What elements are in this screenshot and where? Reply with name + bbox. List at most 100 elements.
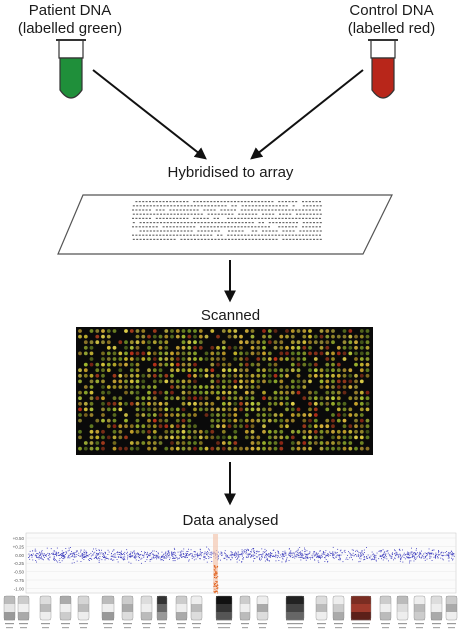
slide-spot [285, 201, 287, 203]
plot-point [394, 558, 396, 560]
array-spot [135, 429, 140, 434]
plot-point [40, 557, 42, 559]
array-spot [365, 407, 370, 412]
plot-point [275, 555, 277, 556]
plot-y-tick-label: 0.00 [15, 553, 24, 558]
slide-spot [254, 201, 257, 203]
plot-point [179, 554, 181, 556]
array-spot [331, 390, 335, 395]
array-spot [250, 379, 255, 384]
plot-point [58, 555, 59, 556]
slide-spot [251, 230, 254, 232]
plot-point [419, 555, 420, 557]
plot-point [243, 557, 244, 559]
array-spot [204, 413, 209, 417]
plot-point [103, 557, 104, 558]
array-spot [302, 334, 307, 339]
slide-spot [268, 209, 270, 211]
slide-spot [227, 217, 230, 219]
slide-spot [186, 209, 189, 211]
array-spot [325, 379, 330, 384]
array-spot [250, 329, 255, 333]
array-spot [187, 334, 192, 339]
plot-point [140, 554, 142, 556]
chromosome-band [333, 604, 344, 613]
chromosome-position-mark [398, 623, 407, 625]
plot-point [53, 558, 55, 560]
plot-point [291, 554, 293, 556]
slide-spot [278, 209, 281, 211]
array-spot [348, 351, 353, 356]
array-spot [302, 424, 307, 429]
slide-spot [265, 238, 268, 240]
plot-point [29, 556, 30, 558]
plot-point [101, 552, 103, 554]
array-spot [101, 396, 105, 401]
plot-point [189, 554, 190, 556]
plot-point [358, 561, 360, 563]
slide-spot [305, 201, 308, 203]
plot-point [251, 555, 253, 557]
plot-point [61, 560, 63, 562]
plot-point [408, 556, 410, 558]
plot-point [421, 556, 423, 558]
plot-point [373, 554, 375, 556]
array-spot [175, 334, 180, 339]
slide-spot [193, 217, 196, 219]
chromosome-outline [59, 595, 72, 621]
plot-point [339, 554, 341, 556]
array-spot [78, 373, 82, 378]
array-spot [359, 446, 364, 451]
plot-point [231, 557, 233, 559]
plot-point [123, 559, 125, 561]
array-spot [285, 401, 289, 406]
array-spot [250, 362, 255, 367]
array-spot [331, 435, 335, 440]
slide-spot [279, 222, 281, 224]
array-spot [193, 357, 197, 361]
plot-point [241, 561, 243, 563]
plot-point [96, 558, 98, 560]
slide-spot [319, 201, 321, 203]
array-spot [193, 373, 197, 378]
array-spot [129, 345, 134, 350]
plot-point [111, 553, 112, 555]
plot-point [405, 554, 407, 555]
array-spot [244, 418, 249, 423]
array-spot [210, 435, 215, 440]
plot-point [379, 555, 381, 557]
plot-point [402, 561, 404, 563]
array-spot [112, 345, 117, 350]
array-spot [204, 334, 209, 339]
array-spot [354, 379, 358, 384]
plot-point [284, 552, 286, 554]
plot-point [114, 556, 116, 558]
array-spot [233, 373, 238, 378]
array-spot [365, 362, 370, 367]
array-spot [118, 368, 123, 373]
plot-point [261, 554, 262, 556]
array-spot [233, 418, 238, 423]
plot-point [437, 556, 438, 557]
plot-point [44, 554, 46, 556]
array-spot [365, 368, 370, 373]
array-spot [325, 351, 330, 356]
array-spot [89, 401, 94, 406]
chromosome-position-mark [103, 623, 113, 625]
plot-point [74, 555, 76, 557]
plot-point [388, 554, 390, 556]
array-spot [302, 385, 307, 389]
plot-point [403, 554, 405, 556]
array-spot [181, 424, 186, 429]
slide-spot [210, 226, 213, 228]
plot-point [296, 556, 298, 558]
slide-spot [257, 201, 260, 203]
plot-point [172, 553, 173, 555]
slide-spot [309, 238, 312, 240]
array-spot [164, 362, 169, 367]
plot-point [254, 554, 256, 556]
plot-point [58, 552, 60, 553]
array-spot [141, 340, 146, 345]
array-spot [193, 334, 197, 339]
plot-point [35, 550, 37, 552]
